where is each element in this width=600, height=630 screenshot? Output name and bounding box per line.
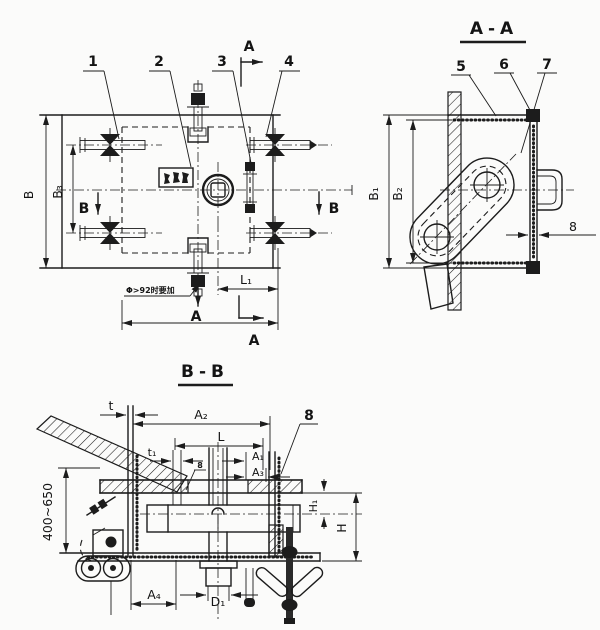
dim-h1: H₁ [307, 500, 320, 513]
dim-h: H [334, 523, 349, 532]
section-a-right-label: A [249, 333, 260, 349]
part-7-label: 7 [542, 57, 552, 73]
hanger-rod [244, 568, 255, 607]
section-aa-view: A-A 5 6 7 [366, 19, 596, 311]
front-dimensions: B B₃ L₁ [21, 115, 279, 330]
dim-b2: B₂ [390, 187, 405, 201]
note-text: Φ>92时要加 [126, 285, 175, 295]
part-4-label: 4 [284, 54, 294, 70]
bb-dimensions: t A₂ L t₁ A₁ A₃ 8 [40, 398, 362, 610]
section-a-marks: A A A [191, 39, 264, 349]
swing-bolt-top-right [249, 128, 317, 162]
dim-t1: t₁ [148, 446, 157, 459]
dim-a4: A₄ [147, 587, 161, 602]
section-b-right-label: B [329, 201, 340, 217]
part-2-label: 2 [154, 54, 164, 70]
note-annotation: Φ>92时要加 [124, 282, 201, 297]
dim-a3: A₃ [252, 466, 264, 479]
swing-bolt-bottom-left [79, 216, 146, 250]
section-a-bottom-label: A [191, 309, 202, 325]
lever-arm [35, 415, 188, 493]
dim-a2: A₂ [194, 407, 208, 422]
toggle-bolt [86, 496, 116, 516]
aa-dimensions: B₁ B₂ 8 [366, 114, 596, 269]
foot-block [199, 560, 238, 587]
top-stud [187, 83, 209, 137]
part-8-gasket-label: 8 [197, 461, 203, 470]
dim-l: L [218, 429, 225, 444]
dim-l1: L₁ [240, 272, 252, 287]
base-plate [59, 552, 321, 562]
section-bb-title: B-B [181, 362, 229, 382]
dim-b1: B₁ [366, 187, 381, 201]
wing-nut [255, 527, 324, 624]
plate-outline [39, 114, 281, 269]
section-b-left-label: B [79, 201, 90, 217]
handle [440, 169, 574, 211]
section-a-top-label: A [244, 39, 255, 55]
swing-bolt-bottom-right [249, 216, 317, 250]
inner-wall [172, 450, 182, 505]
nameplate [158, 167, 194, 188]
aa-body [447, 109, 540, 274]
dim-b3: B₃ [50, 185, 65, 199]
section-bb-view: B-B [35, 362, 362, 624]
lower-plate [423, 263, 454, 310]
nameplate-marks [164, 172, 189, 184]
mounting-wall [447, 91, 462, 311]
section-b-marks: B B [79, 191, 340, 217]
dim-d1: D₁ [211, 594, 226, 609]
part-8-label: 8 [304, 408, 314, 424]
dim-wall-8: 8 [569, 219, 577, 234]
center-boss [201, 173, 235, 207]
dim-a1: A₁ [252, 450, 264, 463]
front-view: 1 2 3 4 A A A B B [21, 39, 353, 349]
part-6-label: 6 [499, 57, 509, 73]
top-flange [99, 479, 303, 494]
hinge-assembly [75, 527, 131, 615]
dim-height-range: 400~650 [40, 483, 55, 541]
bb-right-wall [268, 451, 284, 558]
part-5-label: 5 [456, 59, 466, 75]
slotted-link [409, 153, 517, 265]
part-leaders: 1 2 3 4 [83, 54, 300, 168]
dim-t: t [109, 398, 114, 413]
part-3-label: 3 [217, 54, 227, 70]
dim-b: B [21, 191, 36, 200]
crosshead-beam [146, 504, 301, 533]
part-1-label: 1 [88, 54, 98, 70]
section-aa-title: A-A [470, 19, 518, 39]
aa-part-leaders: 5 6 7 [451, 57, 557, 154]
swing-bolt-top-left [79, 128, 146, 162]
side-stud [243, 162, 257, 213]
